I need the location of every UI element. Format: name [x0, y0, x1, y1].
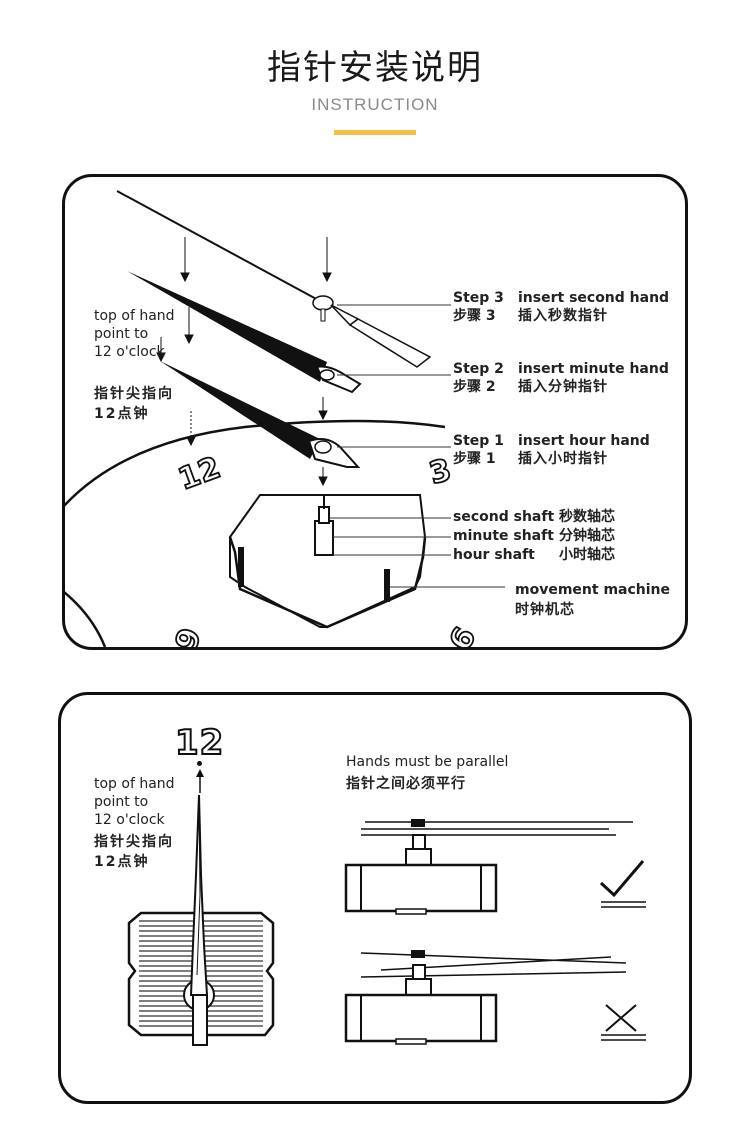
step1-label: Step 1 [453, 433, 504, 449]
twelve-numeral: 12 [174, 722, 225, 764]
p2-top-of-hand-line1: top of hand [94, 776, 175, 792]
top-of-hand-line3: 12 o'clock [94, 344, 165, 360]
hour-hand [160, 361, 361, 468]
top-of-hand-line2: point to [94, 326, 149, 342]
second-shaft-label: second shaft [453, 509, 555, 525]
page-title: 指针安装说明 [267, 48, 483, 88]
top-of-hand-cn-line2: 12点钟 [94, 406, 150, 422]
p2-top-of-hand-cn-line1: 指针尖指向 [94, 834, 174, 850]
p2-top-of-hand-line2: point to [94, 794, 149, 810]
movement-machine-label: movement machine [515, 582, 671, 598]
parallel-hands-panel: 12 top of hand point to 12 o'clock 指针尖指向… [58, 692, 692, 1104]
clock-dial-arc [65, 419, 446, 507]
wrong-side-view [344, 950, 627, 1045]
dial-number-6: 6 [443, 621, 484, 647]
movement-machine-label-cn: 时钟机芯 [515, 602, 575, 618]
dial-number-3: 3 [426, 453, 455, 492]
top-of-hand-cn-line1: 指针尖指向 [94, 386, 174, 402]
step1-text-cn: 插入小时指针 [518, 451, 608, 467]
step2-text-cn: 插入分钟指针 [518, 379, 608, 395]
step2-label: Step 2 [453, 361, 504, 377]
page-subtitle: INSTRUCTION [311, 95, 439, 114]
arrows [156, 237, 332, 487]
step3-text: insert second hand [518, 290, 670, 306]
hour-shaft-label-cn: 小时轴芯 [559, 547, 615, 563]
twelve-dot [197, 761, 202, 766]
second-hand [116, 190, 432, 368]
minute-shaft-label-cn: 分钟轴芯 [559, 528, 615, 544]
hour-shaft-label: hour shaft [453, 547, 535, 563]
parallel-heading-cn: 指针之间必须平行 [346, 776, 466, 792]
minute-hand [127, 271, 362, 394]
step2-label-cn: 步骤 2 [453, 379, 496, 395]
installation-steps-panel: 12 3 9 6 top of hand point to 12 o'clock… [62, 174, 688, 650]
step1-text: insert hour hand [518, 433, 650, 449]
installation-diagram: 12 3 9 6 [65, 190, 505, 647]
minute-shaft-label: minute shaft [453, 528, 554, 544]
step1-label-cn: 步骤 1 [453, 451, 496, 467]
step3-label-cn: 步骤 3 [453, 308, 496, 324]
movement-box [228, 494, 427, 629]
step3-text-cn: 插入秒数指针 [518, 308, 608, 324]
step3-label: Step 3 [453, 290, 504, 306]
p2-top-of-hand-line3: 12 o'clock [94, 812, 165, 828]
parallel-heading: Hands must be parallel [346, 754, 509, 770]
p2-top-of-hand-cn-line2: 12点钟 [94, 854, 150, 870]
correct-side-view [344, 819, 633, 915]
clock-dial-arc-lower [65, 591, 107, 647]
top-of-hand-line1: top of hand [94, 308, 175, 324]
dial-number-12: 12 [174, 450, 225, 497]
cross-mark-icon [601, 1004, 646, 1041]
check-mark-icon [599, 860, 646, 908]
parallel-diagram [127, 769, 646, 1046]
dial-number-9: 9 [169, 624, 209, 647]
leader-lines [329, 304, 505, 588]
title-accent-bar [334, 130, 416, 135]
step2-text: insert minute hand [518, 361, 669, 377]
aligned-hands [189, 769, 209, 1046]
second-shaft-label-cn: 秒数轴芯 [559, 509, 615, 525]
